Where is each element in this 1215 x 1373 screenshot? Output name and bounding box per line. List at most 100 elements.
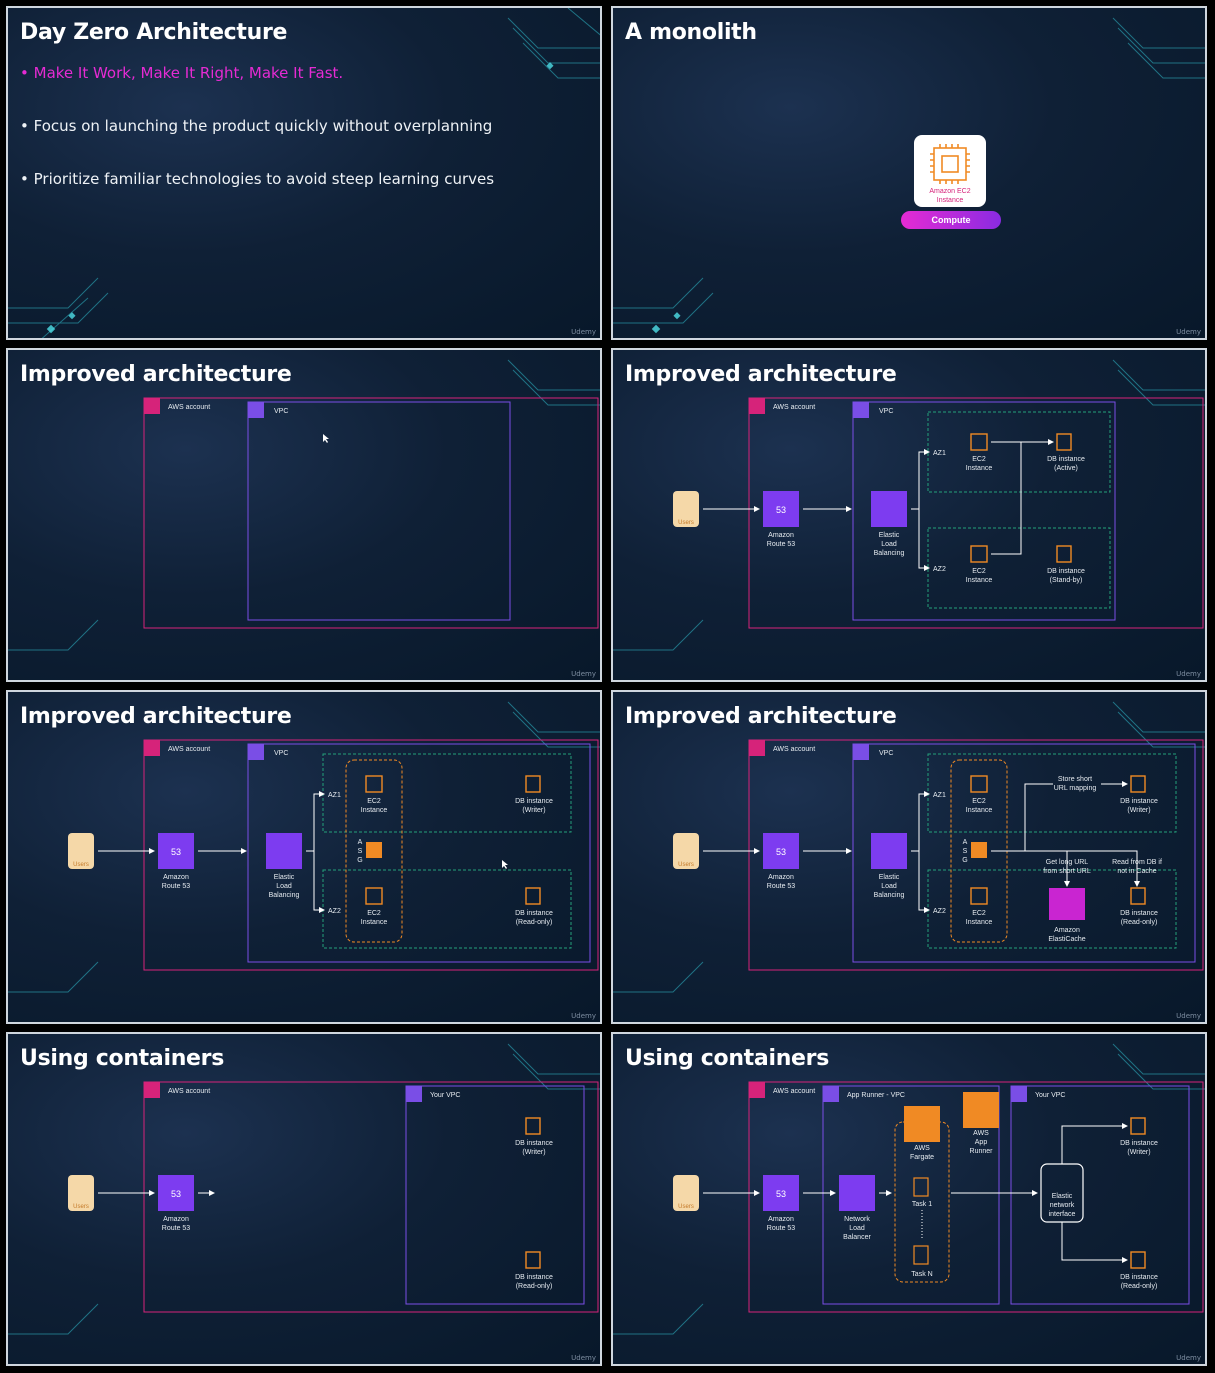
aws-account-box: [748, 397, 1204, 629]
svg-text:AWS: AWS: [914, 1145, 930, 1152]
slide-title: Improved architecture: [20, 704, 292, 729]
vpc-box: [852, 743, 1196, 963]
architecture-diagram: AWS account App Runner - VPC Your VPC Us…: [673, 1081, 1204, 1313]
bullet-2: • Focus on launching the product quickly…: [20, 117, 493, 135]
svg-text:DB instance: DB instance: [515, 1274, 553, 1281]
db-icon: [1130, 887, 1146, 905]
svg-text:EC2: EC2: [972, 910, 986, 917]
watermark: Udemy: [571, 328, 596, 336]
cpu-icon: [930, 144, 970, 184]
svg-text:Users: Users: [73, 862, 89, 868]
aws-account-icon: [144, 1082, 160, 1098]
aws-account-label: AWS account: [168, 404, 210, 411]
svg-text:Task N: Task N: [911, 1271, 932, 1278]
svg-text:Your VPC: Your VPC: [430, 1092, 460, 1099]
svg-text:Amazon: Amazon: [768, 874, 794, 881]
aws-account-label: AWS account: [773, 404, 815, 411]
svg-text:G: G: [357, 857, 362, 864]
vpc-icon: [853, 744, 869, 760]
ec2-icon: [970, 545, 988, 563]
svg-text:(Writer): (Writer): [1127, 807, 1150, 814]
svg-text:App: App: [975, 1139, 988, 1146]
svg-text:(Writer): (Writer): [522, 1149, 545, 1156]
svg-text:AWS account: AWS account: [773, 746, 815, 753]
slide-title: Improved architecture: [20, 362, 292, 387]
az1-box: [927, 753, 1177, 833]
slide-improved-2: Improved architecture AWS account VPC Us…: [611, 348, 1207, 682]
watermark: Udemy: [1176, 1012, 1201, 1020]
watermark: Udemy: [571, 1354, 596, 1362]
svg-text:DB instance: DB instance: [515, 910, 553, 917]
svg-text:Users: Users: [678, 862, 694, 868]
aws-account-box: [143, 1081, 599, 1313]
task-icon: [913, 1177, 929, 1197]
svg-text:Elastic: Elastic: [879, 532, 900, 539]
users-icon: [68, 1175, 94, 1211]
elb-icon: [871, 833, 907, 869]
svg-text:(Read-only): (Read-only): [516, 919, 553, 926]
svg-text:Amazon: Amazon: [768, 532, 794, 539]
svg-text:Elastic: Elastic: [879, 874, 900, 881]
cursor-icon: [323, 434, 329, 443]
svg-text:(Writer): (Writer): [1127, 1149, 1150, 1156]
slide-title: Using containers: [20, 1046, 225, 1071]
aws-account-icon: [749, 398, 765, 414]
svg-text:AZ1: AZ1: [933, 792, 946, 799]
db-icon: [525, 887, 541, 905]
svg-text:53: 53: [776, 1189, 786, 1199]
svg-text:Amazon: Amazon: [163, 1216, 189, 1223]
asg-box: [345, 759, 403, 943]
az2-box: [927, 527, 1111, 609]
svg-text:EC2: EC2: [367, 798, 381, 805]
slide-title: Using containers: [625, 1046, 830, 1071]
watermark: Udemy: [1176, 670, 1201, 678]
svg-text:Elastic: Elastic: [1052, 1193, 1073, 1200]
ec2-icon: [365, 887, 383, 905]
vpc-icon: [823, 1086, 839, 1102]
aws-account-box: [748, 1081, 1204, 1313]
svg-text:DB instance: DB instance: [1120, 1140, 1158, 1147]
svg-text:AWS: AWS: [973, 1130, 989, 1137]
vpc-icon: [248, 402, 264, 418]
watermark: Udemy: [571, 670, 596, 678]
az1-box: [927, 411, 1111, 493]
az2-box: [322, 869, 572, 949]
svg-text:AWS account: AWS account: [168, 746, 210, 753]
ec2-label-2: Instance: [937, 197, 964, 204]
svg-text:53: 53: [171, 1189, 181, 1199]
svg-text:Balancer: Balancer: [843, 1234, 871, 1241]
svg-text:Instance: Instance: [966, 807, 993, 814]
nlb-icon: [839, 1175, 875, 1211]
svg-text:(Read-only): (Read-only): [1121, 919, 1158, 926]
svg-text:EC2: EC2: [972, 798, 986, 805]
watermark: Udemy: [1176, 1354, 1201, 1362]
svg-text:Amazon: Amazon: [163, 874, 189, 881]
architecture-diagram: AWS account VPC Users 53 Amazon Route 53…: [68, 739, 599, 971]
slide-improved-1: Improved architecture AWS account VPC Ud…: [6, 348, 602, 682]
vpc-label: VPC: [879, 408, 893, 415]
svg-text:Balancing: Balancing: [269, 892, 300, 899]
svg-text:EC2: EC2: [972, 456, 986, 463]
slide-containers-2: Using containers AWS account App Runner …: [611, 1032, 1207, 1366]
vpc-box: [247, 743, 591, 963]
svg-text:Load: Load: [849, 1225, 865, 1232]
svg-text:Runner: Runner: [970, 1148, 994, 1155]
svg-text:Get long URL: Get long URL: [1046, 859, 1089, 866]
ec2-card: [914, 135, 986, 207]
vpc-icon: [248, 744, 264, 760]
asg-icon: [366, 842, 382, 858]
vpc-icon: [853, 402, 869, 418]
svg-text:Elastic: Elastic: [274, 874, 295, 881]
svg-text:Route 53: Route 53: [767, 883, 796, 890]
svg-text:(Stand-by): (Stand-by): [1050, 577, 1083, 584]
svg-text:Load: Load: [881, 541, 897, 548]
svg-text:DB instance: DB instance: [1047, 568, 1085, 575]
svg-text:AWS account: AWS account: [168, 1088, 210, 1095]
your-vpc-box: [405, 1085, 585, 1305]
svg-text:53: 53: [776, 847, 786, 857]
users-icon: [673, 833, 699, 869]
route53-icon: [763, 1175, 799, 1211]
bullet-3: • Prioritize familiar technologies to av…: [20, 170, 495, 188]
route53-icon: [158, 1175, 194, 1211]
svg-text:G: G: [962, 857, 967, 864]
